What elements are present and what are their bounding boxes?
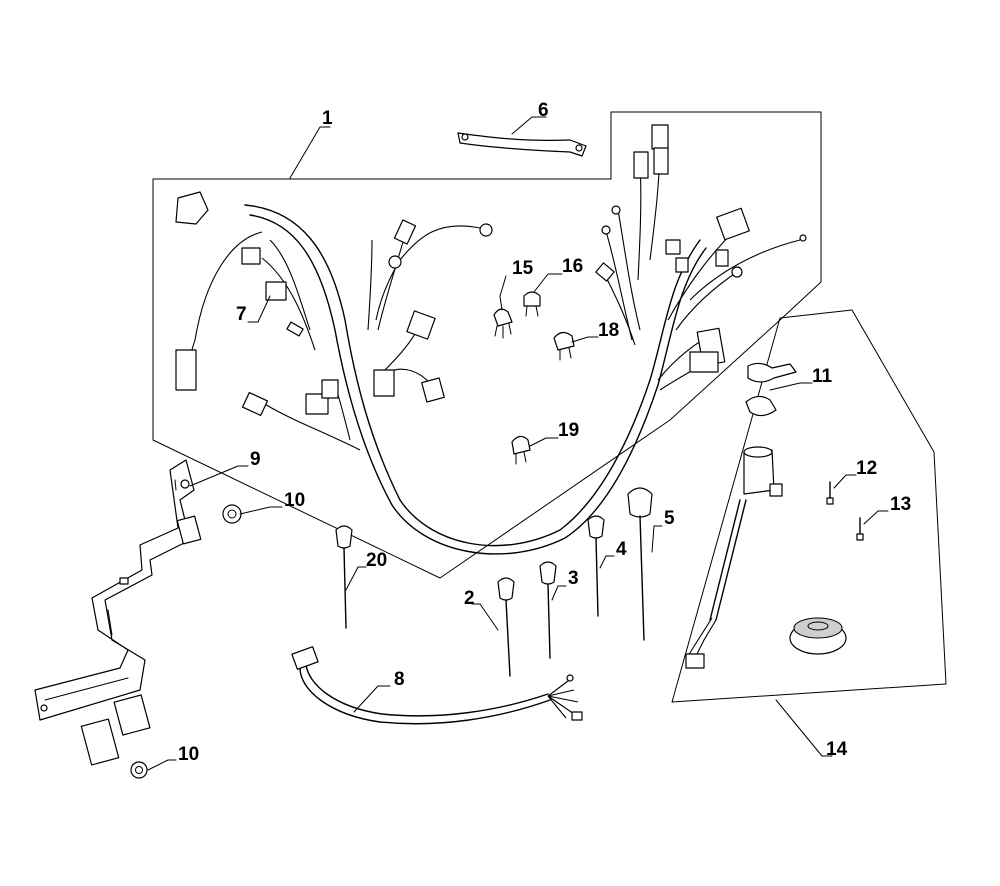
- main-wiring-harness: [175, 124, 807, 555]
- callout-16: 16: [562, 256, 583, 277]
- callout-15: 15: [512, 258, 534, 279]
- callout-10-upper: 10: [284, 490, 305, 511]
- ignition-keys: [745, 362, 797, 417]
- callout-11: 11: [812, 366, 833, 387]
- callout-12: 12: [856, 458, 877, 479]
- harness-clip-19: [511, 435, 531, 465]
- callout-9: 9: [250, 449, 261, 470]
- callout-labels: 1 6 7 15 16 18 19 9 10 10 20 2 3 4 5 8 1…: [178, 100, 911, 765]
- callout-13: 13: [890, 494, 911, 515]
- ignition-cap: [789, 617, 847, 655]
- callout-19: 19: [558, 420, 579, 441]
- harness-bracket: [34, 459, 202, 766]
- screw-13: [856, 517, 864, 541]
- harness-group-outline: [152, 111, 822, 579]
- callout-5: 5: [664, 508, 675, 529]
- ignition-switch: [685, 446, 783, 669]
- callout-20: 20: [366, 550, 387, 571]
- ignition-group-outline: [671, 309, 947, 703]
- callout-8: 8: [394, 669, 405, 690]
- callout-1: 1: [322, 108, 333, 129]
- callout-7: 7: [236, 304, 247, 325]
- callout-18: 18: [598, 320, 619, 341]
- leader-lines: [147, 116, 889, 771]
- nut-lower: [130, 761, 148, 779]
- nut-upper: [222, 504, 242, 524]
- callout-6: 6: [538, 100, 549, 121]
- ground-strap: [457, 132, 587, 157]
- screw-12: [826, 481, 834, 505]
- cable-tie-3: [539, 561, 557, 659]
- callout-14: 14: [826, 739, 848, 760]
- callout-2: 2: [464, 588, 475, 609]
- cable-tie-2: [497, 577, 515, 677]
- cable-tie-20: [335, 525, 353, 629]
- callout-3: 3: [568, 568, 579, 589]
- callout-10-lower: 10: [178, 744, 199, 765]
- cable-tie-5: [627, 487, 653, 641]
- harness-clip-15: [493, 308, 513, 339]
- callout-4: 4: [616, 539, 627, 560]
- sub-harness: [291, 646, 583, 725]
- harness-clip-16: [523, 291, 541, 317]
- harness-clip-18: [553, 331, 575, 361]
- cable-tie-4: [587, 515, 605, 617]
